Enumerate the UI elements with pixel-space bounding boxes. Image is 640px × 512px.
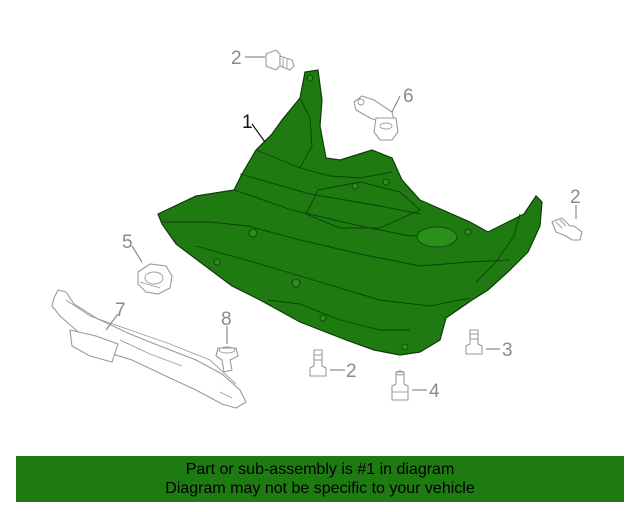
- callout-labels: 1 2 6 2 5 7 8 2 3 4: [115, 48, 581, 402]
- deflector-panel[interactable]: [51, 289, 247, 409]
- bolt-bottom[interactable]: [309, 349, 327, 377]
- callout-6: 6: [403, 86, 414, 107]
- banner-line-2: Diagram may not be specific to your vehi…: [165, 480, 475, 497]
- grommet-bolt[interactable]: [391, 370, 409, 401]
- banner-line-1: Part or sub-assembly is #1 in diagram: [185, 461, 455, 478]
- nut-clip[interactable]: [137, 263, 173, 295]
- push-clip[interactable]: [215, 346, 239, 373]
- screw[interactable]: [465, 329, 483, 355]
- callout-4: 4: [429, 381, 440, 402]
- bolt-top[interactable]: [265, 49, 295, 71]
- callout-5: 5: [122, 232, 133, 253]
- callout-2-top: 2: [231, 48, 242, 69]
- bolt-right[interactable]: [551, 217, 583, 241]
- callout-2-bottom: 2: [346, 361, 357, 382]
- callout-8: 8: [221, 309, 232, 330]
- bracket-nut[interactable]: [353, 95, 399, 141]
- info-banner: Part or sub-assembly is #1 in diagram Di…: [16, 456, 624, 502]
- callout-2-right: 2: [570, 187, 581, 208]
- callout-1: 1: [242, 112, 253, 133]
- callout-7: 7: [115, 300, 126, 321]
- callout-3: 3: [502, 340, 513, 361]
- leader-lines: [105, 56, 577, 391]
- parts-diagram: 1 2 6 2 5 7 8 2 3 4: [51, 48, 583, 409]
- engine-undercover-shield[interactable]: [157, 69, 543, 356]
